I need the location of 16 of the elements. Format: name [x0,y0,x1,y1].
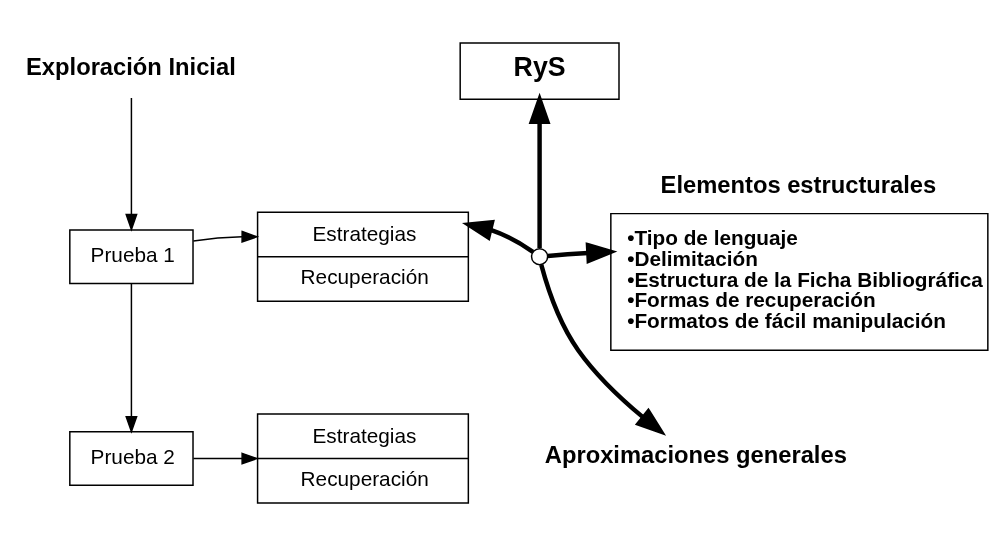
arrow [539,264,667,436]
arrow [192,230,260,243]
node-box: Prueba 1 [69,229,194,285]
arrow [528,92,551,249]
arrow [461,219,535,254]
arrow [125,97,138,232]
node-box: Prueba 2 [69,431,194,486]
arrow [192,452,260,465]
node-box: •Tipo de lenguaje •Delimitación •Estructura de la Ficha Bibliográfica •Formas de recuperación •Formatos de fácil manipulación [610,212,989,351]
arrow [547,242,618,265]
node-box: RyS [459,42,620,101]
arrow [125,283,138,434]
node-text: Exploración Inicial [26,54,236,81]
node-cross [530,247,549,266]
node-label: Elementos estructurales [660,171,937,198]
node-text: Aproximaciones generales [544,441,847,468]
